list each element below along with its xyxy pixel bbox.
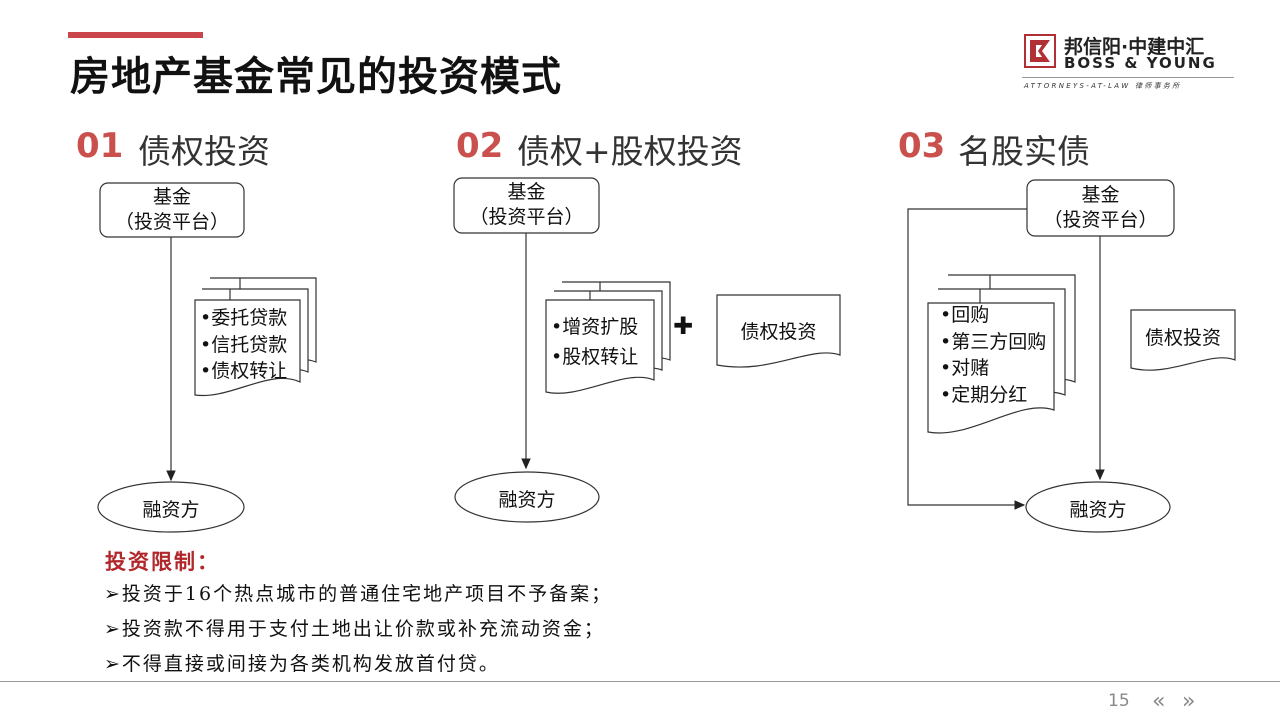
section-3-number: 03 xyxy=(898,126,946,166)
fund-box-3-label: 基金（投资平台） xyxy=(1043,184,1158,231)
logo-mark-icon xyxy=(1024,34,1056,68)
limit-item: ➢投资于16个热点城市的普通住宅地产项目不予备案； xyxy=(104,583,613,605)
fund-box-1 xyxy=(99,182,245,238)
section-1-title: 债权投资 xyxy=(138,132,270,171)
fund-box-1-label: 基金（投资平台） xyxy=(114,186,229,233)
target-3-label: 融资方 xyxy=(1069,499,1127,521)
logo: 邦信阳·中建中汇 BOSS & YOUNG ATTORNEYS-AT-LAW 律… xyxy=(1022,32,1234,94)
extra-doc-2-label: 债权投资 xyxy=(740,321,817,343)
footer-divider xyxy=(0,681,1280,682)
section-3-title: 名股实债 xyxy=(958,132,1090,171)
target-1-label: 融资方 xyxy=(142,499,200,521)
section-1-number: 01 xyxy=(76,126,124,166)
target-ellipse-1 xyxy=(97,481,245,533)
page-number: 15 xyxy=(1108,691,1130,711)
prev-page-button[interactable]: « xyxy=(1152,689,1166,714)
logo-sub: ATTORNEYS-AT-LAW 律师事务所 xyxy=(1024,82,1182,90)
extra-doc-3-label: 债权投资 xyxy=(1144,327,1221,349)
doc-1 xyxy=(194,299,301,397)
plus-icon: ✚ xyxy=(673,312,694,340)
page-title: 房地产基金常见的投资模式 xyxy=(70,54,562,100)
logo-cn: 邦信阳·中建中汇 xyxy=(1064,36,1205,58)
section-2-number: 02 xyxy=(456,126,504,166)
doc-3-list: •回购•第三方回购•对赌•定期分红 xyxy=(940,304,1047,406)
next-page-button[interactable]: » xyxy=(1182,689,1196,714)
logo-en: BOSS & YOUNG xyxy=(1064,54,1217,72)
limit-item: ➢不得直接或间接为各类机构发放首付贷。 xyxy=(104,653,500,675)
limit-item: ➢投资款不得用于支付土地出让价款或补充流动资金； xyxy=(104,618,605,640)
fund-box-2-label: 基金（投资平台） xyxy=(469,181,584,228)
title-accent-bar xyxy=(68,32,203,38)
limits-title: 投资限制： xyxy=(105,549,220,574)
target-2-label: 融资方 xyxy=(498,489,556,511)
doc-1-list: •委托贷款•信托贷款•债权转让 xyxy=(200,307,288,382)
doc-2-list: •增资扩股•股权转让 xyxy=(551,316,639,368)
section-2-title: 债权+股权投资 xyxy=(517,132,743,171)
